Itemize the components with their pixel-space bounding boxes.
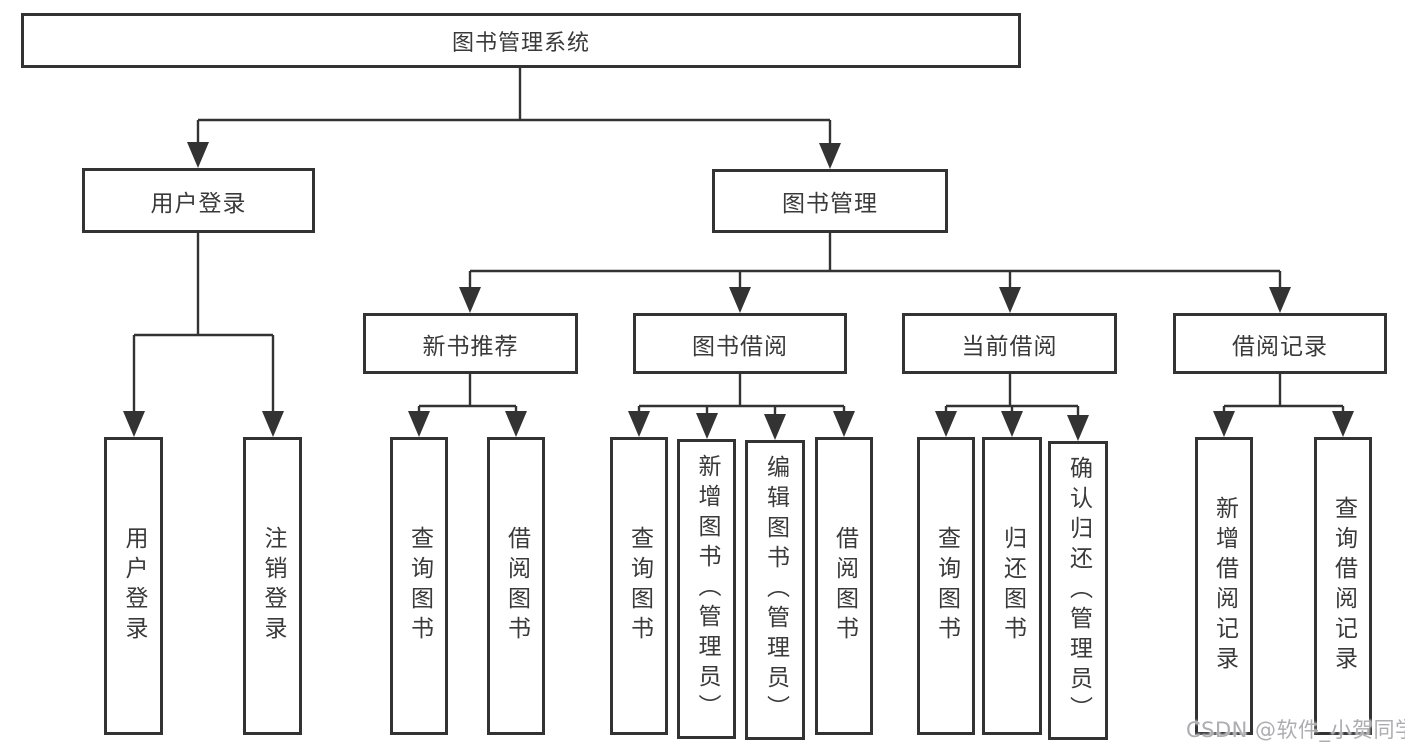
leaf-query-books-recommend-label: 查询图书 [406, 526, 433, 646]
leaf-confirm-return-admin-label: 确认归还（管理员） [1065, 455, 1092, 726]
node-root-system: 图书管理系统 [21, 13, 1021, 68]
node-borrow-records-label: 借阅记录 [1232, 333, 1328, 360]
node-new-book-recommend-label: 新书推荐 [422, 333, 519, 360]
node-book-borrow-label: 图书借阅 [692, 333, 788, 360]
leaf-borrow-books: 借阅图书 [815, 437, 873, 735]
leaf-add-books-admin-label: 新增图书（管理员） [694, 454, 720, 724]
leaf-borrow-books-recommend-label: 借阅图书 [503, 526, 530, 646]
node-book-borrow: 图书借阅 [633, 313, 847, 374]
node-borrow-records: 借阅记录 [1173, 313, 1387, 374]
leaf-return-books-label: 归还图书 [999, 526, 1026, 646]
leaf-query-borrow-record-label: 查询借阅记录 [1330, 496, 1357, 676]
node-book-management-label: 图书管理 [782, 191, 878, 217]
leaf-query-borrow-record: 查询借阅记录 [1314, 437, 1372, 735]
leaf-query-books-current-label: 查询图书 [933, 526, 960, 646]
node-root-label: 图书管理系统 [451, 30, 590, 56]
leaf-add-books-admin: 新增图书（管理员） [677, 439, 736, 739]
leaf-return-books: 归还图书 [982, 437, 1042, 735]
leaf-user-login-label: 用户登录 [121, 526, 147, 646]
node-current-borrow: 当前借阅 [902, 313, 1117, 374]
leaf-edit-books-admin-label: 编辑图书（管理员） [762, 455, 789, 725]
leaf-confirm-return-admin: 确认归还（管理员） [1048, 441, 1108, 740]
leaf-borrow-books-recommend: 借阅图书 [487, 437, 545, 735]
csdn-watermark: CSDN @软件_小贺同学 [1186, 718, 1405, 742]
leaf-logout-label: 注销登录 [260, 526, 286, 646]
node-user-login: 用户登录 [82, 168, 315, 233]
node-book-management: 图书管理 [712, 169, 948, 233]
node-current-borrow-label: 当前借阅 [961, 333, 1058, 360]
leaf-query-books-current: 查询图书 [917, 437, 975, 735]
leaf-logout: 注销登录 [243, 437, 302, 735]
leaf-add-borrow-record: 新增借阅记录 [1195, 437, 1253, 735]
node-user-login-label: 用户登录 [150, 190, 247, 217]
leaf-add-borrow-record-label: 新增借阅记录 [1211, 496, 1238, 676]
leaf-query-books-borrow-label: 查询图书 [626, 526, 653, 646]
leaf-edit-books-admin: 编辑图书（管理员） [745, 440, 805, 740]
leaf-user-login: 用户登录 [104, 437, 163, 735]
node-new-book-recommend: 新书推荐 [363, 313, 578, 374]
leaf-borrow-books-label: 借阅图书 [831, 526, 858, 646]
leaf-query-books-recommend: 查询图书 [390, 437, 448, 735]
leaf-query-books-borrow: 查询图书 [610, 437, 668, 735]
